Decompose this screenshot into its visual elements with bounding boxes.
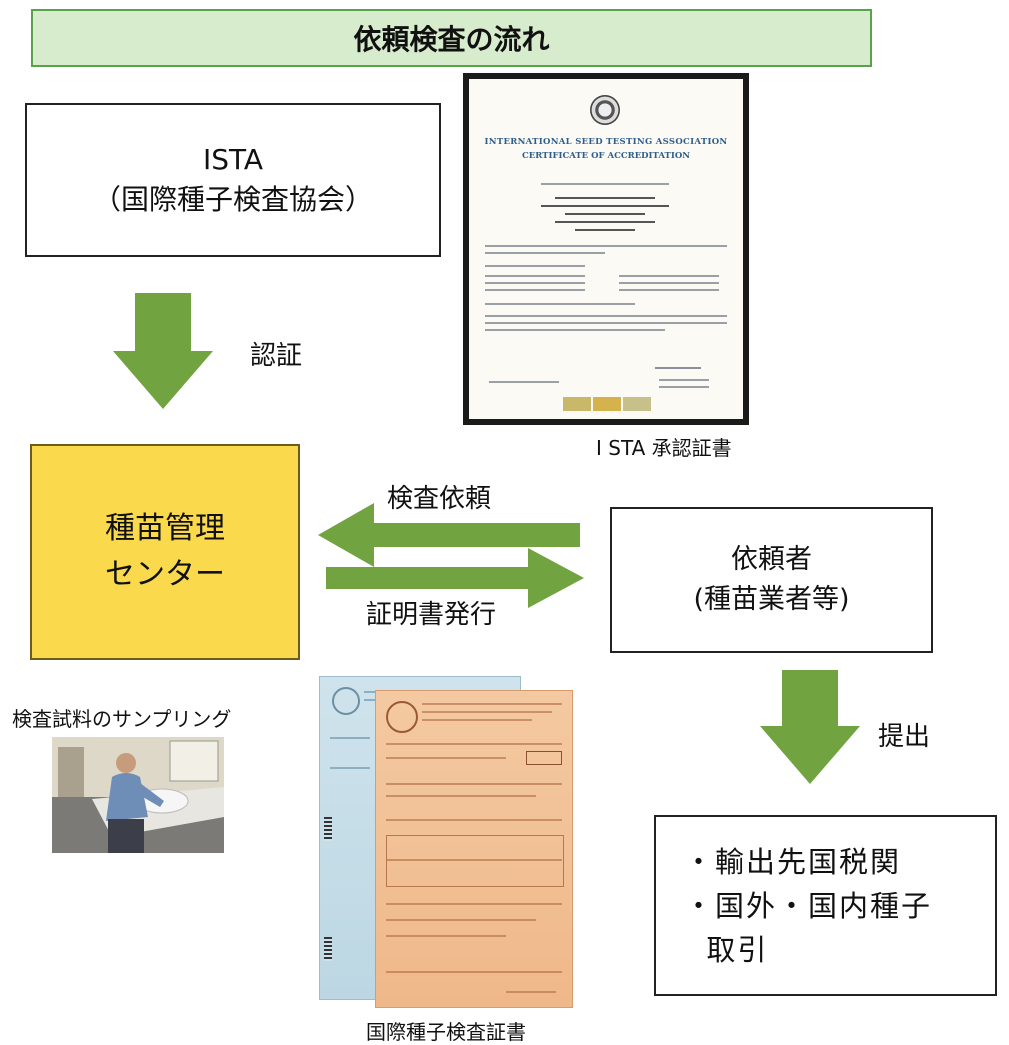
- ista-box-line2: （国際種子検査協会）: [92, 183, 373, 216]
- certify-arrow: [113, 293, 213, 409]
- certificate-subheading: CERTIFICATE OF ACCREDITATION: [521, 151, 690, 161]
- submit-box-line3: 取引: [684, 932, 769, 967]
- ista-box-line1: ISTA: [202, 143, 264, 176]
- client-box-line2: (種苗業者等): [693, 584, 850, 615]
- submit-arrow: [760, 670, 860, 784]
- issue-arrow: [326, 548, 584, 608]
- sampling-photo: [52, 737, 224, 853]
- client-box-line1: 依頼者: [731, 544, 812, 575]
- center-box: 種苗管理 センター: [30, 444, 300, 660]
- client-box: 依頼者 (種苗業者等): [610, 507, 933, 653]
- center-box-line2: センター: [105, 557, 225, 592]
- ista-box: ISTA （国際種子検査協会）: [25, 103, 441, 257]
- request-arrow: [318, 503, 580, 567]
- ista-certificate-image: INTERNATIONAL SEED TESTING ASSOCIATION C…: [463, 73, 749, 425]
- request-label: 検査依頼: [387, 484, 492, 514]
- seed-test-certificates-image: [319, 676, 573, 1008]
- page-title: 依頼検査の流れ: [31, 9, 872, 67]
- submit-destination-box: ・輸出先国税関 ・国外・国内種子 取引: [654, 815, 997, 996]
- certificates-caption: 国際種子検査証書: [366, 1020, 526, 1044]
- submit-label: 提出: [878, 722, 931, 752]
- issue-label: 証明書発行: [366, 600, 497, 630]
- submit-box-line2: ・国外・国内種子: [684, 888, 933, 923]
- ista-seal-icon: [590, 95, 620, 125]
- certificate-heading: INTERNATIONAL SEED TESTING ASSOCIATION: [484, 137, 728, 147]
- certify-label: 認証: [250, 341, 303, 371]
- ista-certificate-caption: I STA 承認証書: [596, 436, 732, 460]
- center-box-line1: 種苗管理: [105, 511, 225, 546]
- sampling-label: 検査試料のサンプリング: [12, 707, 232, 731]
- submit-box-line1: ・輸出先国税関: [684, 844, 902, 879]
